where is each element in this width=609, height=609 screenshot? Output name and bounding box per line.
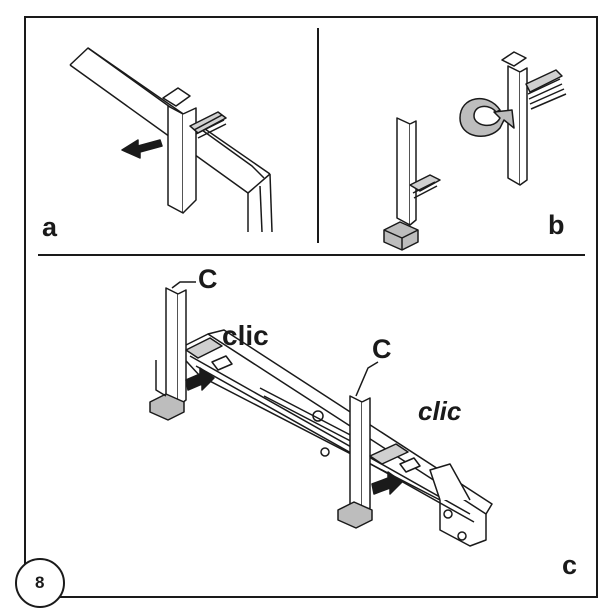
callout-c-left: C xyxy=(198,266,218,293)
panel-b-illustration xyxy=(384,52,566,250)
step-number: 8 xyxy=(35,573,44,593)
clic-label-left: clic xyxy=(222,322,269,350)
clic-label-right: clic xyxy=(418,398,461,424)
callout-c-right: C xyxy=(372,336,392,363)
callout-leader-right xyxy=(356,362,378,396)
panel-a-illustration xyxy=(70,48,272,232)
rotate-arrow-icon xyxy=(460,99,514,137)
panel-b-label: b xyxy=(548,212,565,239)
panel-a-label: a xyxy=(42,214,57,241)
callout-leader-left xyxy=(172,282,196,288)
panel-c-label: c xyxy=(562,552,577,579)
pull-arrow-icon xyxy=(122,140,162,158)
